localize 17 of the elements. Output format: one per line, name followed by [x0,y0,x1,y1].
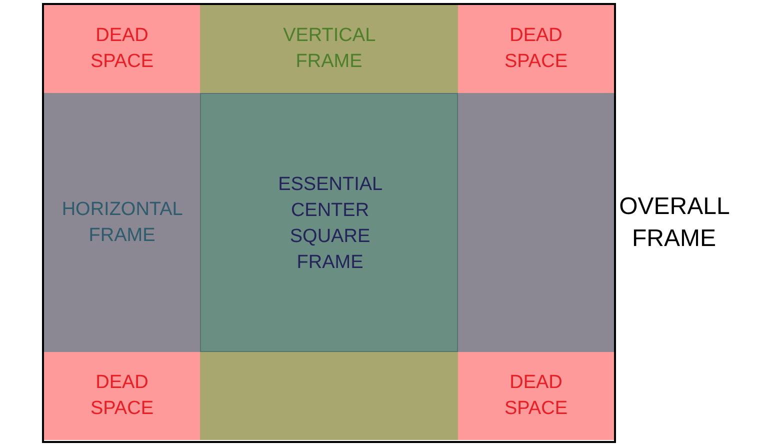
region-label: DEAD SPACE [504,24,568,74]
dead-space-region [44,352,200,440]
region-label: DEAD SPACE [90,371,154,421]
dead-space-region [458,5,614,93]
region-label: DEAD SPACE [504,371,568,421]
vertical-frame-band [200,352,458,440]
center-square-region [200,93,458,352]
region-label: ESSENTIAL CENTER SQUARE FRAME [278,173,382,275]
frame-label: OVERALL FRAME [619,192,729,254]
dead-space-region [44,5,200,93]
region-label: DEAD SPACE [90,24,154,74]
vertical-frame-band [200,5,458,93]
horizontal-frame-band [44,93,200,352]
dead-space-region [458,352,614,440]
region-label: VERTICAL FRAME [283,24,375,74]
horizontal-frame-band [458,93,614,352]
region-label: HORIZONTAL FRAME [62,198,182,248]
